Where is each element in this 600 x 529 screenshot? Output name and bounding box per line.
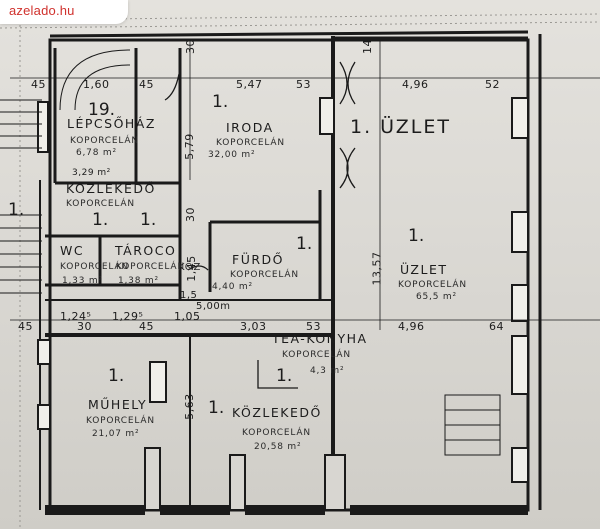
dim-500: 5,00m [196,301,231,312]
wc-area: 1,33 m² [62,276,103,286]
uzlet-floor: KOPORCELÁN [398,280,467,290]
muhely-floor: KOPORCELÁN [86,416,155,426]
iroda-number: 1. [212,92,229,112]
dim-top-496: 4,96 [402,78,429,91]
lepcsohaz-floor: KOPORCELÁN [70,136,139,146]
iroda-floor: KOPORCELÁN [216,138,285,148]
koz-name: KÖZ [178,262,202,273]
dim-top-52: 52 [485,78,500,91]
wc-number: 1. [92,210,109,230]
wc-floor: KOPORCELÁN [60,262,129,272]
kozlekedo1-name: KÖZLEKEDŐ [66,181,156,196]
taroco-area: 1,38 m² [118,276,159,286]
furdo-name: FÜRDŐ [232,252,284,267]
dim-mid-105: 1,05 [174,310,201,323]
kozlekedo2-name: KÖZLEKEDŐ [232,405,322,420]
lepcsohaz-area: 6,78 m² [76,148,117,158]
watermark-text: azelado.hu [9,3,75,18]
dim-329: 3,29 m² [72,168,111,178]
iroda-area: 32,00 m² [208,150,256,160]
stair-number: 1. [8,200,25,220]
wc-name: WC [60,243,85,258]
uzlet-name: ÜZLET [400,262,448,277]
tea-area: 4,3 m² [310,366,345,376]
uzlet-title: 1. ÜZLET [350,116,451,138]
dim-vert-1357: 13,57 [370,251,384,286]
dim-mid-53: 53 [306,320,321,333]
kozlekedo2-number: 1. [208,398,225,418]
dim-top-45a: 45 [31,78,46,91]
dim-top-45b: 45 [139,78,154,91]
dim-top-53: 53 [296,78,311,91]
lepcsohaz-name: LÉPCSŐHÁZ [67,116,156,131]
taroco-floor: KOPORCELÁN [116,262,185,272]
dim-mid-303: 3,03 [240,320,267,333]
kozlekedo2-floor: KOPORCELÁN [242,428,311,438]
dim-top-160: 1,60 [83,78,110,91]
dim-15: 1,5 [180,290,198,301]
taroco-name: TÁROCO [115,243,177,258]
muhely-area: 21,07 m² [92,429,140,439]
tea-name: TEA-KONYHA [272,331,368,346]
lepcsohaz-number: 19. [88,100,116,120]
dim-vert-30a: 30 [184,39,197,54]
muhely-number: 1. [108,366,125,386]
dim-mid-30: 30 [77,320,92,333]
iroda-name: IRODA [226,120,274,135]
uzlet-area: 65,5 m² [416,292,457,302]
dim-mid-64: 64 [489,320,504,333]
dim-mid-129: 1,29⁵ [112,310,144,323]
uzlet-number: 1. [408,226,425,246]
dim-vert-579: 5,79 [182,133,196,160]
dim-vert-14: 14 [361,39,374,54]
dim-vert-563: 5,63 [182,393,196,420]
furdo-number: 1. [296,234,313,254]
dim-mid-496: 4,96 [398,320,425,333]
watermark-badge: azelado.hu [0,0,128,24]
dim-top-547: 5,47 [236,78,263,91]
dim-mid-124: 1,24⁵ [60,310,92,323]
tea-number: 1. [276,366,293,386]
dim-vert-30b: 30 [184,207,197,222]
tea-floor: KOPORCELÁN [282,350,351,360]
kozlekedo2-area: 20,58 m² [254,442,302,452]
kozlekedo1-floor: KOPORCELÁN [66,199,135,209]
dim-mid-45: 45 [18,320,33,333]
muhely-name: MŰHELY [88,397,148,412]
furdo-area: 4,40 m² [212,282,253,292]
furdo-floor: KOPORCELÁN [230,270,299,280]
dim-mid-45b: 45 [139,320,154,333]
taroco-number: 1. [140,210,157,230]
